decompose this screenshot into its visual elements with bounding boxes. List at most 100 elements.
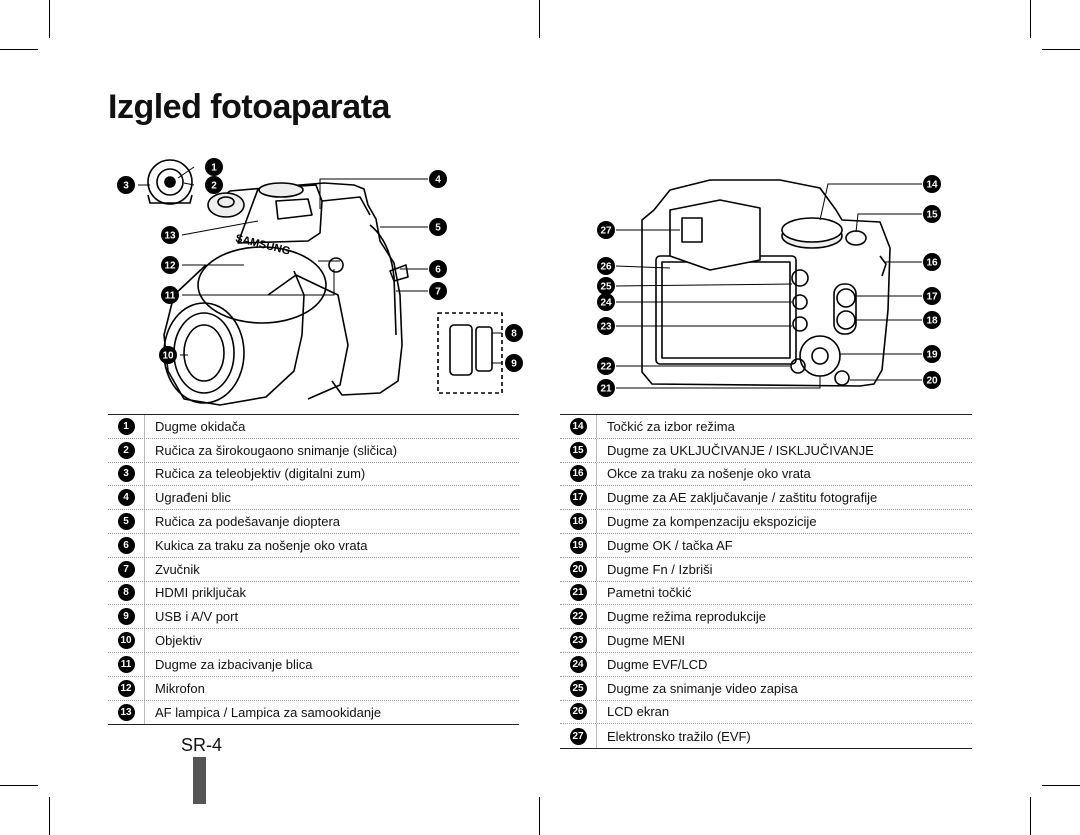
callout-number: 16 — [926, 258, 938, 269]
callout-number: 10 — [162, 351, 174, 362]
callout-number: 7 — [435, 287, 441, 298]
callout-marker — [923, 345, 941, 363]
legend-number-cell: 7 — [108, 557, 145, 581]
legend-row: 21 Pametni točkić — [560, 581, 972, 606]
callout-number: 8 — [511, 329, 517, 340]
legend-label: Objektiv — [155, 633, 202, 649]
callout-number-badge: 15 — [569, 441, 587, 459]
crop-mark — [49, 0, 50, 38]
legend-label: Ručica za širokougaono snimanje (sličica… — [155, 442, 398, 458]
callout-marker — [923, 287, 941, 305]
callout-marker — [429, 218, 447, 236]
legend-number-cell: 18 — [560, 510, 597, 533]
legend-number-cell: 12 — [108, 676, 145, 700]
legend-label: Dugme za kompenzaciju ekspozicije — [607, 514, 817, 530]
callout-number-badge: 26 — [569, 703, 587, 721]
legend-label: Točkić za izbor režima — [607, 418, 735, 434]
callout-number: 24 — [600, 298, 612, 309]
legend-label: Ručica za teleobjektiv (digitalni zum) — [155, 466, 366, 482]
callout-number-badge: 20 — [569, 560, 587, 578]
crop-mark — [49, 797, 50, 835]
callout-marker — [923, 205, 941, 223]
callout-number-badge: 16 — [569, 465, 587, 483]
callout-number: 18 — [926, 316, 938, 327]
legend-number-cell: 16 — [560, 462, 597, 486]
legend-number-cell: 6 — [108, 533, 145, 557]
callout-number: 2 — [211, 181, 217, 192]
callout-number-badge: 7 — [117, 560, 135, 578]
legend-row: 14 Točkić za izbor režima — [560, 415, 972, 439]
callout-marker — [597, 379, 615, 397]
legend-label: Ugrađeni blic — [155, 490, 231, 506]
legend-label: Pametni točkić — [607, 585, 692, 601]
legend-number-cell: 11 — [108, 652, 145, 676]
page-number: SR-4 — [181, 735, 223, 755]
callout-number: 13 — [164, 231, 176, 242]
legend-label: Dugme EVF/LCD — [607, 656, 708, 672]
legend-number-cell: 5 — [108, 510, 145, 533]
callout-number: 27 — [600, 226, 612, 237]
callout-number-badge: 2 — [117, 441, 135, 459]
callout-marker — [923, 253, 941, 271]
callout-marker — [923, 371, 941, 389]
legend-number-cell: 10 — [108, 629, 145, 652]
camera-brand-mark: SAMSUNG — [234, 232, 291, 257]
legend-label: Dugme okidača — [155, 418, 246, 434]
callout-marker — [205, 176, 223, 194]
callout-marker — [923, 175, 941, 193]
callout-number: 6 — [435, 265, 441, 276]
crop-mark — [1042, 49, 1080, 50]
callout-number-badge: 1 — [117, 417, 135, 435]
callout-number-badge: 6 — [117, 536, 135, 554]
legend-number-cell: 2 — [108, 438, 145, 462]
callout-marker — [429, 170, 447, 188]
callout-number: 23 — [600, 322, 612, 333]
legend-label: Mikrofon — [155, 680, 205, 696]
callout-number-badge: 14 — [569, 417, 587, 435]
callout-number-badge: 21 — [569, 584, 587, 602]
callout-marker — [429, 260, 447, 278]
legend-number-cell: 1 — [108, 415, 145, 438]
callout-number: 11 — [165, 291, 176, 302]
legend-label: Dugme OK / tačka AF — [607, 537, 733, 553]
legend-number-cell: 26 — [560, 700, 597, 724]
callout-marker — [505, 354, 523, 372]
legend-row: 3 Ručica za teleobjektiv (digitalni zum) — [108, 462, 519, 487]
legend-number-cell: 25 — [560, 676, 597, 700]
callout-marker — [161, 226, 179, 244]
callout-number: 9 — [511, 359, 517, 370]
legend-number-cell: 17 — [560, 486, 597, 510]
legend-number-cell: 27 — [560, 724, 597, 749]
legend-label: Okce za traku za nošenje oko vrata — [607, 466, 811, 482]
callout-number: 3 — [123, 181, 129, 192]
callout-number: 4 — [435, 175, 441, 186]
callout-number-badge: 9 — [117, 608, 135, 626]
legend-row: 17 Dugme za AE zaključavanje / zaštitu fo… — [560, 486, 972, 511]
legend-number-cell: 14 — [560, 415, 597, 438]
crop-mark — [1042, 785, 1080, 786]
callout-number: 5 — [435, 223, 441, 234]
legend-row: 23 Dugme MENI — [560, 629, 972, 653]
legend-number-cell: 21 — [560, 581, 597, 605]
callout-number: 20 — [926, 376, 938, 387]
callout-number-badge: 3 — [117, 465, 135, 483]
callout-marker — [597, 317, 615, 335]
legend-number-cell: 23 — [560, 629, 597, 652]
callout-marker — [597, 277, 615, 295]
callout-number-badge: 27 — [569, 727, 587, 745]
legend-label: Dugme za AE zaključavanje / zaštitu foto… — [607, 490, 878, 506]
callout-number: 22 — [600, 362, 612, 373]
legend-number-cell: 3 — [108, 462, 145, 486]
legend-label: Dugme MENI — [607, 633, 686, 649]
legend-front: 1 Dugme okidača 2 Ručica za širokougaono sn… — [108, 414, 519, 726]
legend-label: LCD ekran — [607, 704, 670, 720]
legend-label: Dugme režima reprodukcije — [607, 609, 766, 625]
callout-number: 15 — [926, 210, 938, 221]
